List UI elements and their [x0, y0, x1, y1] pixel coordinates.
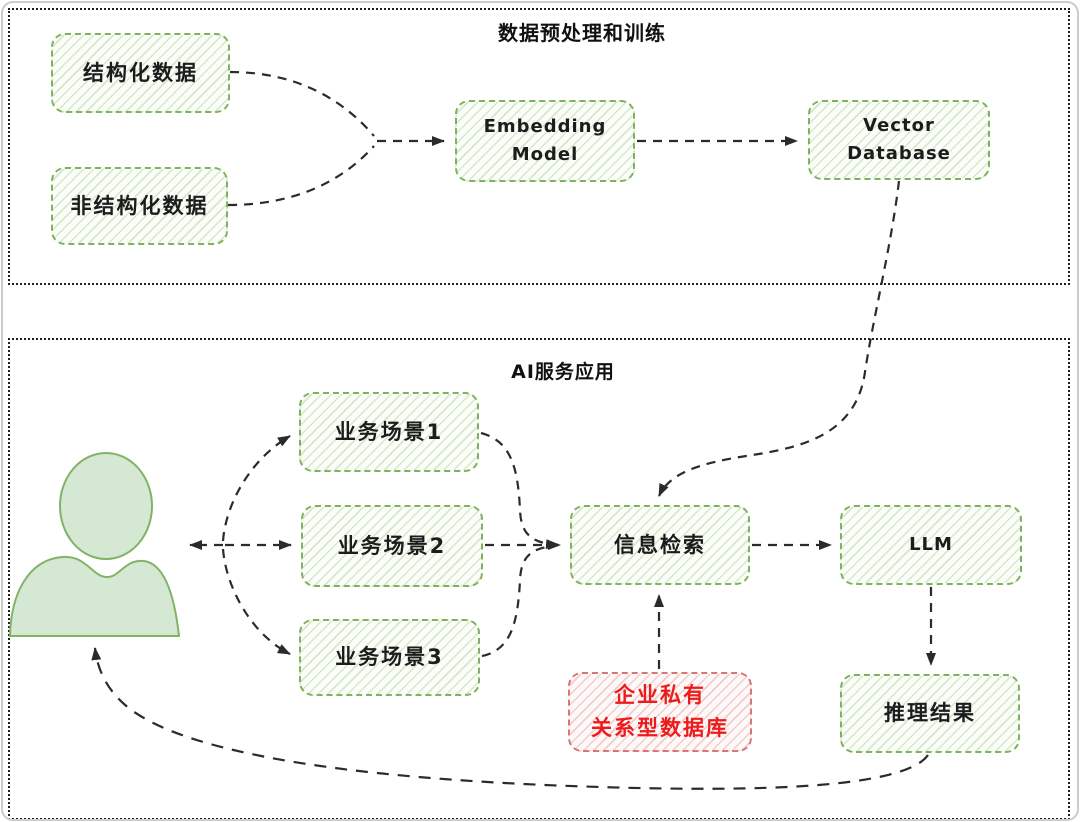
node-label-scenario-1: 业务场景1	[334, 419, 444, 444]
node-label-embedding-model: Embedding Model	[483, 116, 607, 165]
section-title-training: 数据预处理和训练	[498, 21, 666, 45]
node-label-scenario-3: 业务场景3	[335, 645, 444, 670]
node-label-private-db: 企业私有 关系型数据库	[591, 683, 729, 740]
section-title-serving: AI服务应用	[511, 361, 615, 383]
node-info-retrieval: 信息检索	[570, 505, 750, 585]
node-label-scenario-2: 业务场景2	[337, 533, 447, 558]
node-scenario-1: 业务场景1	[299, 392, 479, 472]
node-label-unstructured-data: 非结构化数据	[70, 193, 209, 218]
node-vector-database: Vector Database	[808, 100, 990, 180]
node-unstructured-data: 非结构化数据	[51, 167, 228, 245]
node-label-llm: LLM	[909, 534, 953, 556]
node-scenario-3: 业务场景3	[299, 619, 480, 696]
node-inference-result: 推理结果	[840, 674, 1020, 753]
node-label-inference-result: 推理结果	[884, 701, 976, 726]
node-label-structured-data: 结构化数据	[83, 60, 198, 85]
node-embedding-model: Embedding Model	[455, 100, 635, 182]
node-scenario-2: 业务场景2	[301, 505, 483, 587]
section-training	[8, 8, 1070, 285]
node-label-vector-database: Vector Database	[847, 115, 951, 164]
node-llm: LLM	[840, 505, 1022, 585]
node-structured-data: 结构化数据	[51, 33, 230, 113]
node-private-db: 企业私有 关系型数据库	[568, 672, 752, 752]
node-label-info-retrieval: 信息检索	[614, 532, 706, 557]
